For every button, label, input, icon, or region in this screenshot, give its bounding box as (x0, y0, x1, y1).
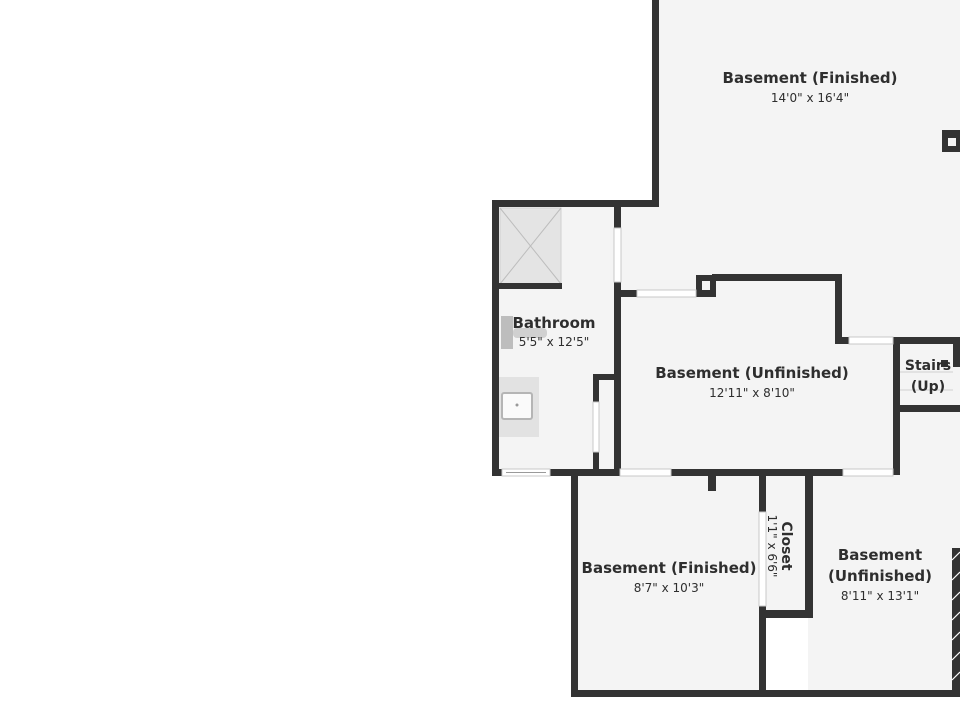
opening-bathroom-upper (613, 227, 622, 283)
room-name-closet: Closet (778, 521, 794, 571)
hatched-wall (951, 551, 960, 681)
room-name-bathroom: Bathroom (512, 314, 595, 332)
room-name-basement-unfinished-right-line1: Basement (838, 546, 922, 564)
room-name-basement-unfinished-right-line2: (Unfinished) (828, 567, 932, 585)
room-name-basement-finished-top: Basement (Finished) (723, 69, 898, 87)
walls (492, 0, 960, 697)
floor-basement-unfinished-right (808, 412, 960, 693)
room-name-stairs-line1: Stairs (905, 358, 951, 374)
room-labels: Basement (Finished) 14'0" x 16'4" Bathro… (512, 69, 951, 603)
room-dims-closet: 1'1" x 6'6" (765, 515, 779, 578)
stairs-treads (900, 371, 953, 391)
room-dims-basement-finished-bottom: 8'7" x 10'3" (634, 581, 705, 595)
room-dims-bathroom: 5'5" x 12'5" (519, 335, 590, 349)
opening-central-bottom-left (619, 468, 672, 477)
sink-drain (515, 403, 519, 407)
floor-stairs (897, 340, 960, 412)
opening-bath-closet (592, 401, 600, 453)
floor-basement-finished-bottom (574, 472, 762, 693)
floor-areas (496, 0, 960, 693)
toilet-bowl (513, 328, 547, 338)
room-dims-basement-unfinished-right: 8'11" x 13'1" (841, 589, 919, 603)
room-name-basement-finished-bottom: Basement (Finished) (582, 559, 757, 577)
room-name-basement-unfinished-center: Basement (Unfinished) (655, 364, 849, 382)
room-dims-basement-finished-top: 14'0" x 16'4" (771, 91, 849, 105)
bathroom-fixtures (499, 207, 562, 437)
floor-closet (762, 472, 808, 615)
opening-corridor (636, 289, 697, 298)
toilet (501, 316, 513, 349)
opening-stairs (848, 336, 894, 345)
opening-closet (758, 511, 767, 607)
room-dims-basement-unfinished-center: 12'11" x 8'10" (709, 386, 795, 400)
room-name-stairs-line2: (Up) (911, 379, 945, 395)
opening-central-bottom-right (842, 468, 894, 477)
